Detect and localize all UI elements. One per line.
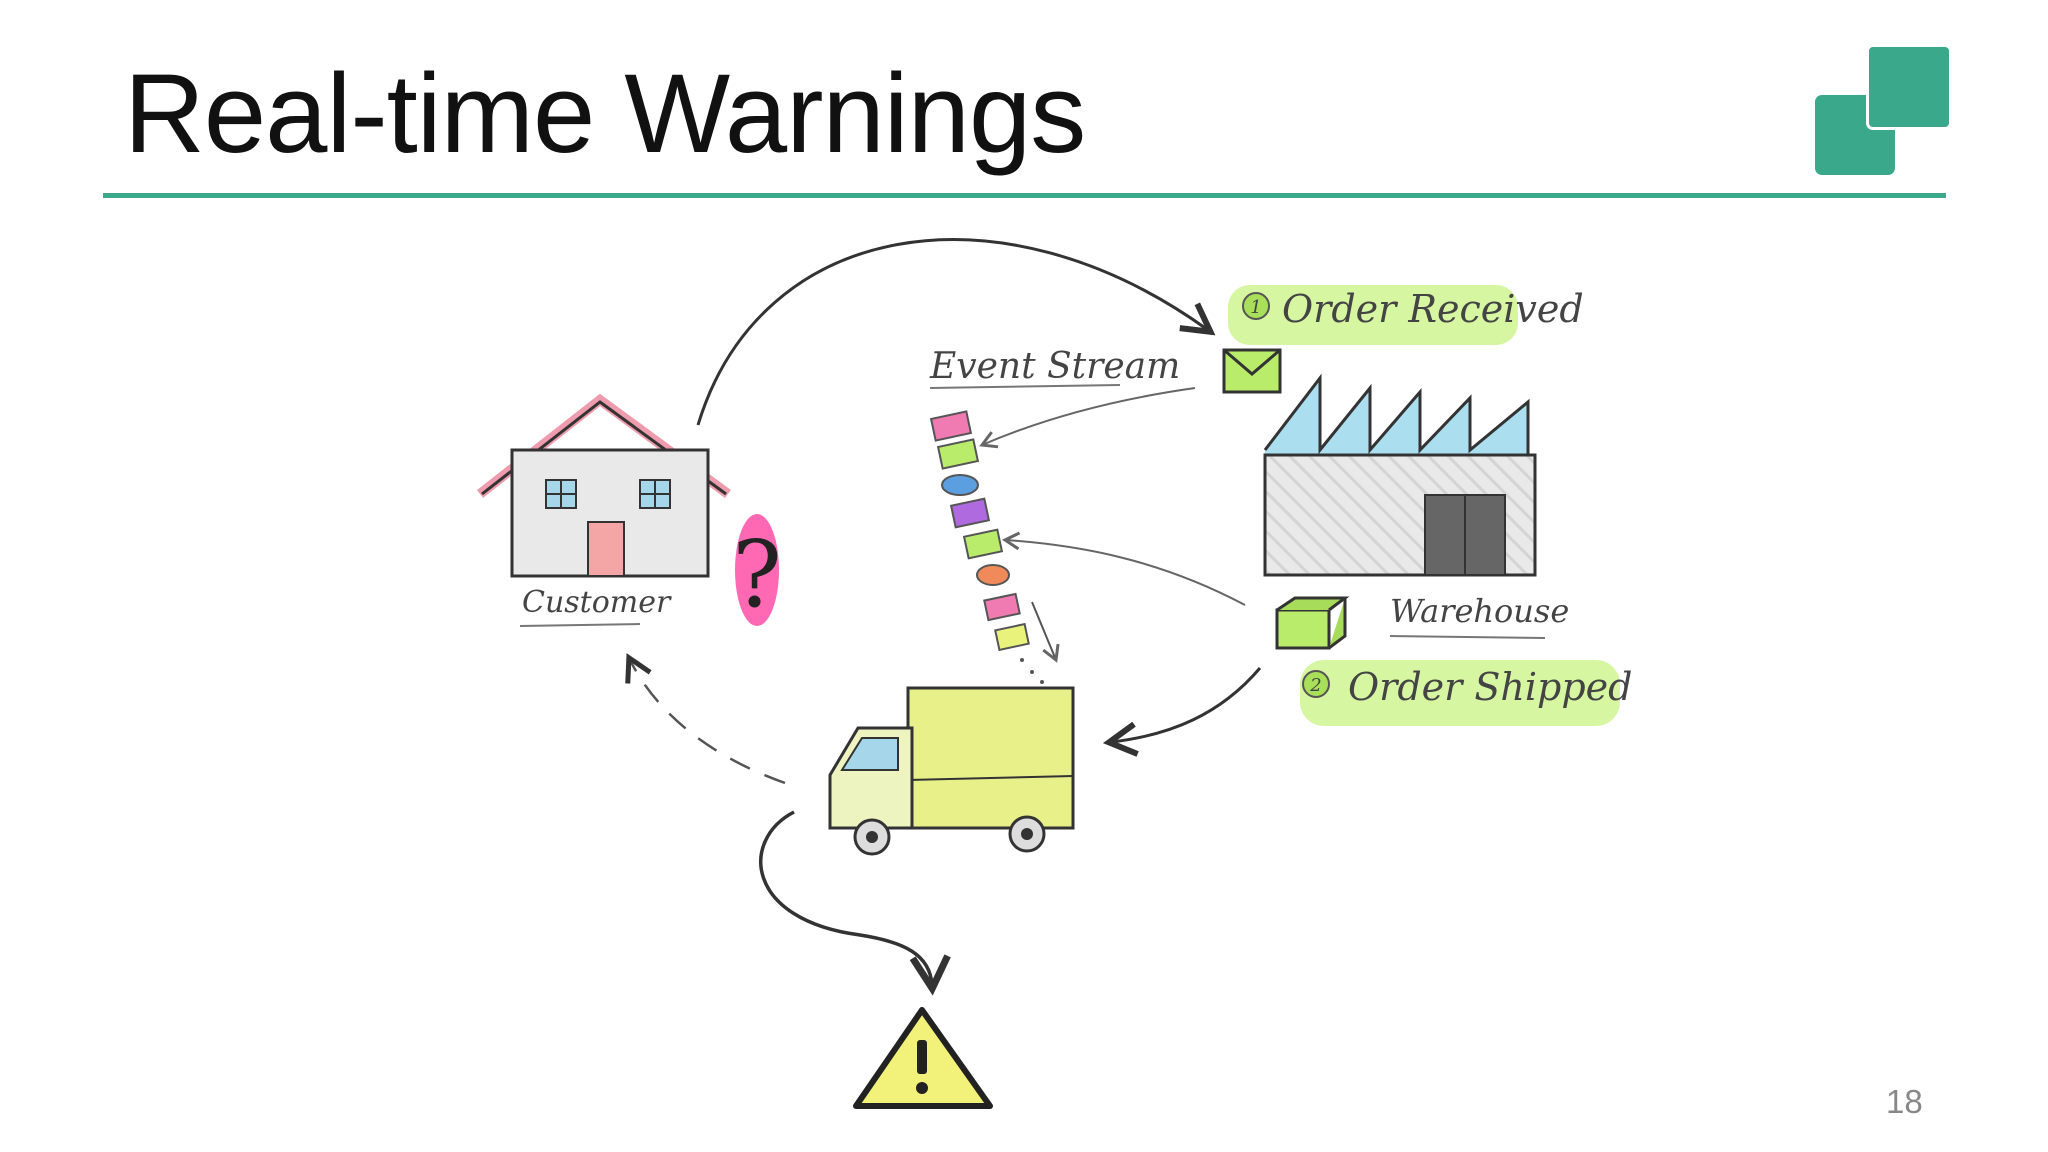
customer-underline [519,623,641,627]
stream-item [962,528,1004,560]
truck-icon [828,686,1075,856]
event-stream-underline [929,384,1121,389]
slide-title: Real-time Warnings [124,51,1086,176]
customer-label: Customer [522,585,672,620]
dashed-arrow-truck-to-customer [630,660,786,785]
arrow-truck-to-warning [759,810,932,985]
step-2-badge [1302,670,1330,698]
stream-item [976,564,1010,586]
order-shipped-label: Order Shipped [1348,665,1633,709]
title-divider [103,193,1946,198]
svg-text:?: ? [732,521,781,628]
arrow-warehouse-to-truck [1112,667,1262,742]
stream-dot [1020,658,1024,662]
slide-number: 18 [1886,1083,1923,1120]
warehouse-underline [1389,635,1546,639]
package-icon [1275,596,1350,650]
stream-item [983,592,1021,622]
stream-item [941,474,979,496]
arc-arrow-customer-to-order [696,238,1208,426]
arrow-warehouse-to-stream [1001,531,1246,606]
step-2-number: 2 [1309,675,1321,696]
logo-square-front [1866,44,1952,130]
stream-item [936,438,980,470]
event-stream-items [929,410,1044,684]
warehouse-label: Warehouse [1390,592,1569,630]
brand-logo [1815,44,1952,176]
arrow-to-event-stream [979,387,1196,449]
stream-down-arrow [1031,601,1060,663]
step-1-badge [1242,292,1270,320]
stream-dot [1030,670,1034,674]
order-received-label: Order Received [1282,287,1584,331]
envelope-icon [1222,348,1282,394]
stream-item [949,497,991,529]
warehouse-icon [1263,373,1537,577]
stream-dot [1040,680,1044,684]
order-received-highlight [1228,285,1518,345]
stream-item [929,410,973,442]
step-1-number: 1 [1250,297,1261,318]
house-icon [476,393,731,578]
question-mark-icon: ? [732,514,782,628]
order-shipped-highlight [1300,660,1620,726]
stream-item [994,622,1030,652]
event-stream-label: Event Stream [929,346,1180,387]
real-time-warnings-diagram: 1 Order Received Event Stream Custo [476,238,1633,1109]
warning-icon [853,1007,993,1109]
